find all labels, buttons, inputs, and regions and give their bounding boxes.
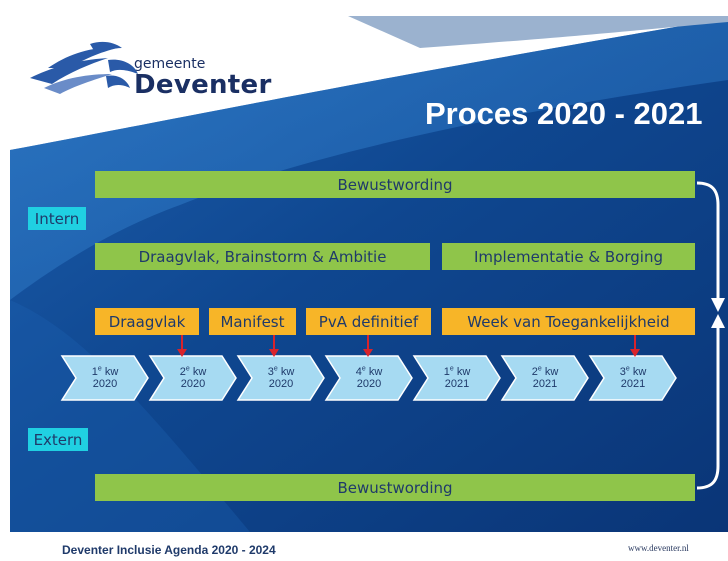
footer-url: www.deventer.nl	[628, 543, 689, 553]
bar-draagvlak-brainstorm: Draagvlak, Brainstorm & Ambitie	[95, 243, 430, 270]
milestone-draagvlak: Draagvlak	[95, 308, 199, 335]
milestone-manifest: Manifest	[209, 308, 296, 335]
lane-label-intern: Intern	[28, 207, 86, 230]
milestone-week-van-toegankelijkheid: Week van Toegankelijkheid	[442, 308, 695, 335]
logo-subtitle: gemeente	[134, 56, 206, 72]
logo	[30, 38, 230, 118]
milestone-pva-definitief: PvA definitief	[306, 308, 431, 335]
lane-label-extern: Extern	[28, 428, 88, 451]
logo-name: Deventer	[134, 70, 272, 100]
deventer-logo-icon	[30, 41, 138, 94]
bar-bewustwording-bottom: Bewustwording	[95, 474, 695, 501]
footer-title: Deventer Inclusie Agenda 2020 - 2024	[62, 543, 276, 557]
slide-title: Proces 2020 - 2021	[425, 96, 703, 131]
bar-implementatie: Implementatie & Borging	[442, 243, 695, 270]
bar-bewustwording-top: Bewustwording	[95, 171, 695, 198]
